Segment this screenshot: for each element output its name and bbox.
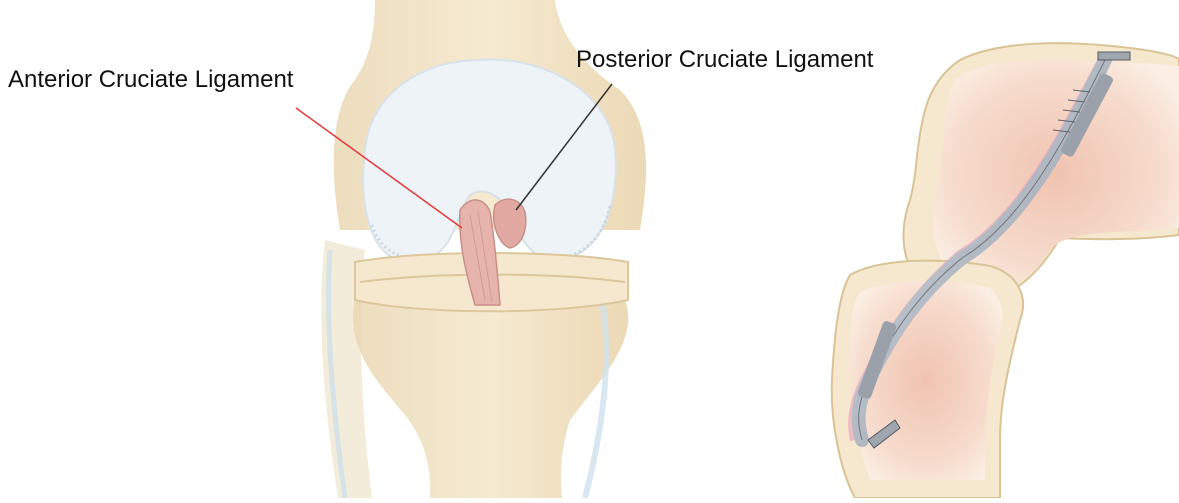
- knee-side-view: [832, 43, 1179, 498]
- knee-front-view: [296, 0, 646, 498]
- pcl-label: Posterior Cruciate Ligament: [576, 48, 873, 72]
- femoral-anchor: [1098, 52, 1130, 60]
- pcl-ligament: [494, 199, 526, 248]
- tibia: [353, 300, 628, 498]
- acl-label: Anterior Cruciate Ligament: [8, 68, 293, 92]
